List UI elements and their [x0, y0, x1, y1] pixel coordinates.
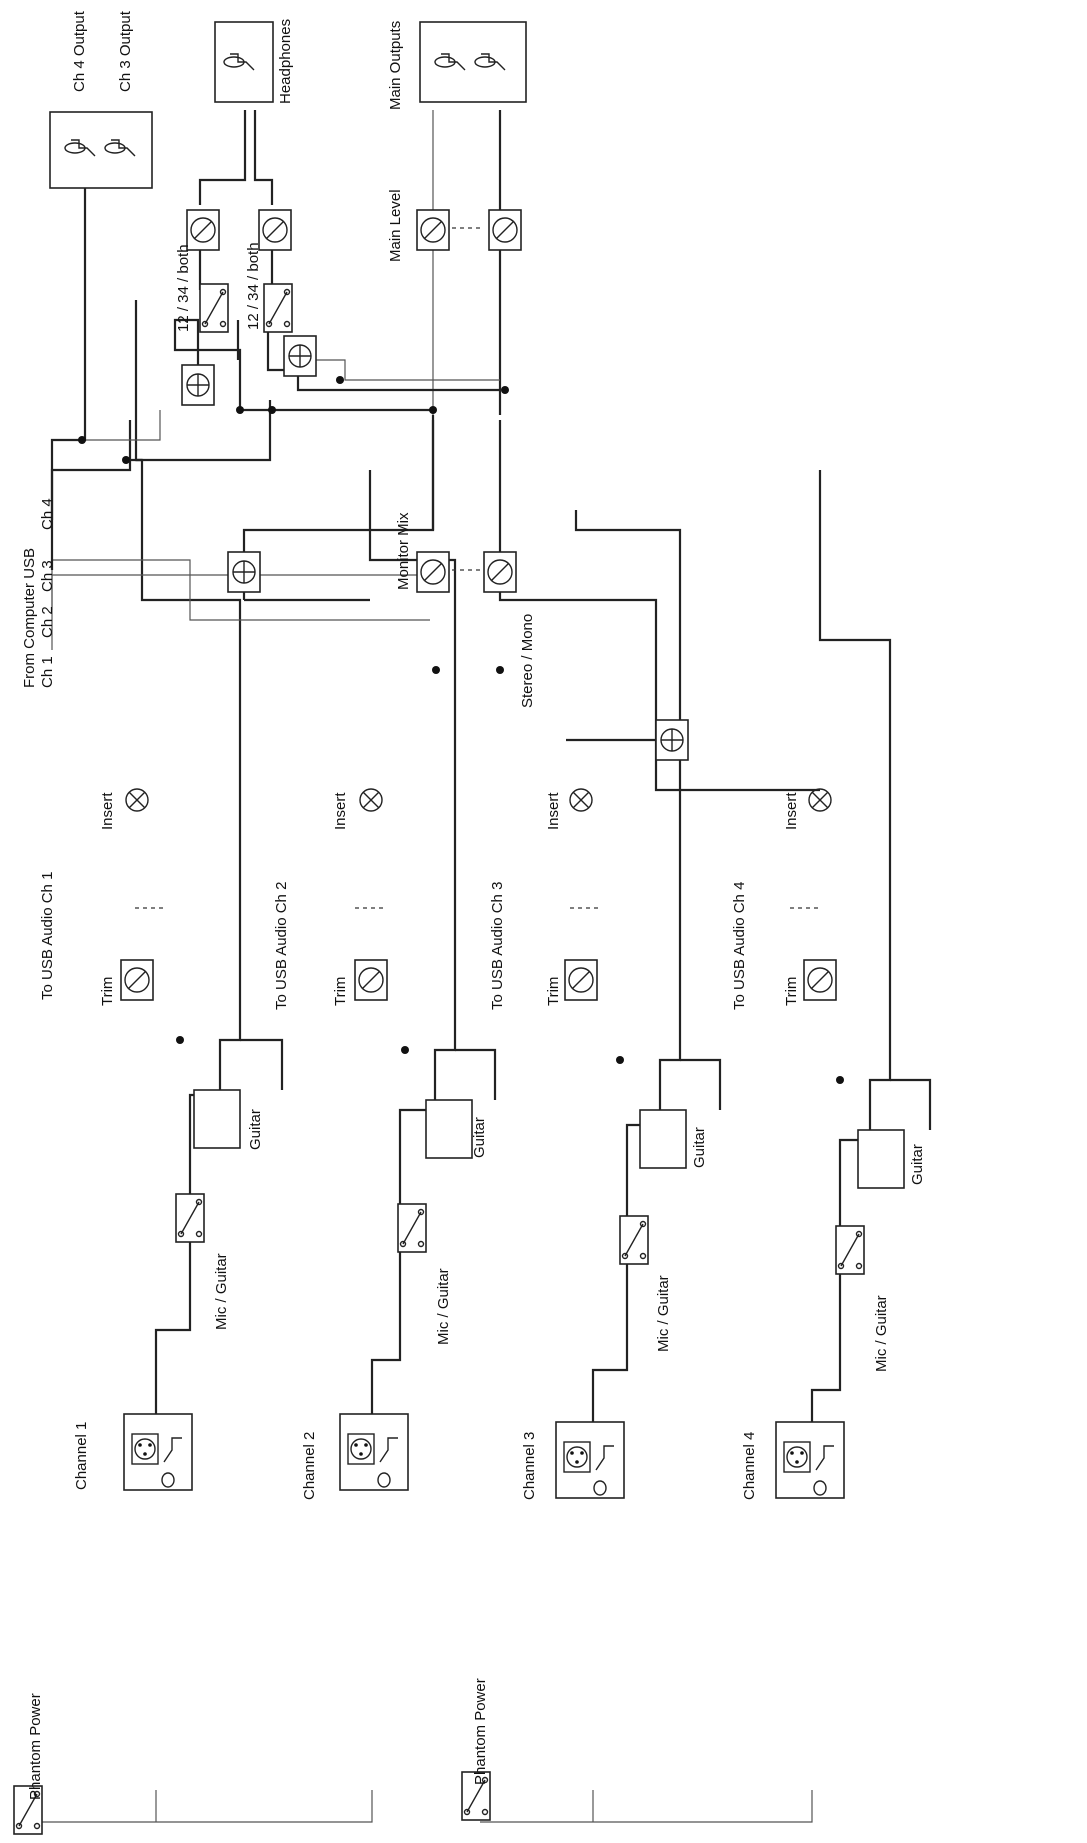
label-mic-guitar-2: Mic / Guitar — [435, 1268, 452, 1345]
trim-knob-1[interactable] — [120, 959, 154, 1001]
label-trim-2: Trim — [332, 977, 349, 1006]
ch34-output-box — [49, 111, 153, 189]
label-ch-4: Ch 4 — [39, 498, 56, 530]
label-usb-out-3: To USB Audio Ch 3 — [489, 882, 506, 1010]
headphones-box — [214, 21, 274, 103]
label-phantom-power-1: Phantom Power — [27, 1693, 44, 1800]
hp-select-switch-a[interactable] — [199, 283, 229, 333]
hp-level-knob-b[interactable] — [258, 209, 292, 251]
label-mic-guitar-3: Mic / Guitar — [655, 1275, 672, 1352]
label-usb-out-2: To USB Audio Ch 2 — [273, 882, 290, 1010]
label-guitar-4: Guitar — [909, 1144, 926, 1185]
label-channel-4: Channel 4 — [741, 1432, 758, 1500]
label-phantom-power-2: Phantom Power — [472, 1678, 489, 1785]
label-usb-out-4: To USB Audio Ch 4 — [731, 882, 748, 1010]
summer-hp-a — [181, 364, 215, 406]
junction-dots — [78, 376, 844, 1084]
label-mic-guitar-1: Mic / Guitar — [213, 1253, 230, 1330]
label-from-computer: From Computer USB — [21, 548, 38, 688]
dashed-links — [135, 227, 820, 909]
stereo-mono-knob[interactable] — [483, 551, 517, 593]
labels: Phantom Power Phantom Power Channel 1 Ch… — [21, 10, 926, 1800]
label-channel-1: Channel 1 — [73, 1422, 90, 1490]
label-trim-1: Trim — [99, 977, 116, 1006]
trim-knob-2[interactable] — [354, 959, 388, 1001]
label-select-a: 12 / 34 / both — [175, 244, 192, 332]
label-insert-1: Insert — [99, 792, 116, 830]
wires — [32, 110, 932, 1823]
label-ch3-output: Ch 3 Output — [117, 10, 134, 92]
label-main-outputs: Main Outputs — [387, 21, 404, 110]
label-insert-3: Insert — [545, 792, 562, 830]
label-guitar-1: Guitar — [247, 1109, 264, 1150]
label-monitor-mix: Monitor Mix — [395, 512, 412, 590]
hp-select-switch-b[interactable] — [263, 283, 293, 333]
label-usb-out-1: To USB Audio Ch 1 — [39, 872, 56, 1000]
insert-point-1 — [125, 788, 149, 812]
label-main-level: Main Level — [387, 189, 404, 262]
insert-point-4 — [808, 788, 832, 812]
label-trim-3: Trim — [545, 977, 562, 1006]
mic-guitar-switch-4[interactable] — [835, 1225, 865, 1275]
insert-point-3 — [569, 788, 593, 812]
label-guitar-2: Guitar — [471, 1117, 488, 1158]
hp-level-knob-a[interactable] — [186, 209, 220, 251]
label-channel-2: Channel 2 — [301, 1432, 318, 1500]
combo-input-3 — [555, 1421, 625, 1499]
label-select-b: 12 / 34 / both — [245, 242, 262, 330]
label-trim-4: Trim — [783, 977, 800, 1006]
label-headphones: Headphones — [277, 19, 294, 104]
main-level-knob-right[interactable] — [488, 209, 522, 251]
combo-input-2 — [339, 1413, 409, 1491]
mic-guitar-switch-2[interactable] — [397, 1203, 427, 1253]
trim-knob-4[interactable] — [803, 959, 837, 1001]
combo-input-1 — [123, 1413, 193, 1491]
summer-hp-b — [283, 335, 317, 377]
label-ch-3: Ch 3 — [39, 560, 56, 592]
insert-point-2 — [359, 788, 383, 812]
guitar-input-2 — [425, 1099, 473, 1159]
guitar-input-3 — [639, 1109, 687, 1169]
label-ch-2: Ch 2 — [39, 606, 56, 638]
label-channel-3: Channel 3 — [521, 1432, 538, 1500]
label-ch-1: Ch 1 — [39, 656, 56, 688]
label-stereo-mono: Stereo / Mono — [519, 614, 536, 708]
main-level-knob-left[interactable] — [416, 209, 450, 251]
monitor-mix-knob[interactable] — [416, 551, 450, 593]
guitar-input-1 — [193, 1089, 241, 1149]
label-insert-2: Insert — [332, 792, 349, 830]
summer-ch12 — [227, 551, 261, 593]
summer-ch34 — [655, 719, 689, 761]
guitar-input-4 — [857, 1129, 905, 1189]
label-ch4-output: Ch 4 Output — [71, 10, 88, 92]
main-outputs-box — [419, 21, 527, 103]
label-guitar-3: Guitar — [691, 1127, 708, 1168]
trim-knob-3[interactable] — [564, 959, 598, 1001]
label-insert-4: Insert — [783, 792, 800, 830]
mic-guitar-switch-3[interactable] — [619, 1215, 649, 1265]
label-mic-guitar-4: Mic / Guitar — [873, 1295, 890, 1372]
mic-guitar-switch-1[interactable] — [175, 1193, 205, 1243]
combo-input-4 — [775, 1421, 845, 1499]
